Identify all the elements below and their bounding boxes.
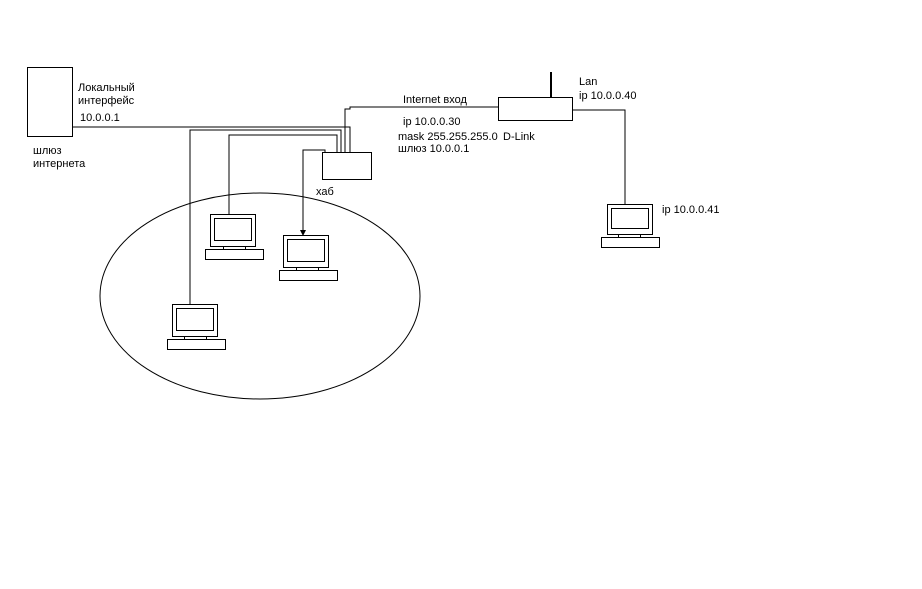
pc-1-screen [214, 218, 252, 241]
wire-router-remote-pc [572, 109, 626, 205]
pc-1 [205, 214, 264, 260]
gateway-ip: 10.0.0.1 [80, 112, 120, 124]
gateway-iface-line2: интерфейс [78, 95, 135, 107]
remote-pc-ip: ip 10.0.0.41 [662, 204, 720, 216]
pc-2 [279, 235, 338, 281]
pc-remote-screen [611, 208, 649, 229]
gateway-box [27, 67, 73, 137]
wire-hub-router [344, 106, 499, 153]
pc-3-base [167, 339, 226, 350]
wire-hub-pc2 [302, 149, 326, 235]
pc-3 [167, 304, 226, 350]
hub-label: хаб [316, 186, 334, 198]
gateway-iface-line1: Локальный [78, 82, 135, 94]
wire-hub-pc1 [228, 134, 338, 215]
pc-remote [601, 204, 660, 248]
wire-gateway-hub [73, 126, 351, 153]
pc-2-screen [287, 239, 325, 262]
pc-3-monitor [172, 304, 218, 337]
wire-arrowhead [300, 230, 306, 236]
gateway-caption-line1: шлюз [33, 145, 62, 157]
router-box [498, 97, 573, 121]
router-gateway: шлюз 10.0.0.1 [398, 143, 470, 155]
pc-3-screen [176, 308, 214, 331]
wire-hub-pc3 [189, 129, 342, 305]
hub-box [322, 152, 372, 180]
router-mask: mask 255.255.255.0 [398, 131, 498, 143]
router-ip: ip 10.0.0.30 [403, 116, 461, 128]
router-lan-ip: ip 10.0.0.40 [579, 90, 637, 102]
gateway-caption-line2: интернета [33, 158, 86, 170]
router-internet-label: Internet вход [403, 94, 467, 106]
router-brand: D-Link [503, 131, 535, 143]
pc-remote-base [601, 237, 660, 248]
pc-2-base [279, 270, 338, 281]
lan-ellipse [99, 192, 421, 400]
router-lan-label: Lan [579, 76, 598, 88]
pc-2-monitor [283, 235, 329, 268]
pc-1-base [205, 249, 264, 260]
pc-1-monitor [210, 214, 256, 247]
